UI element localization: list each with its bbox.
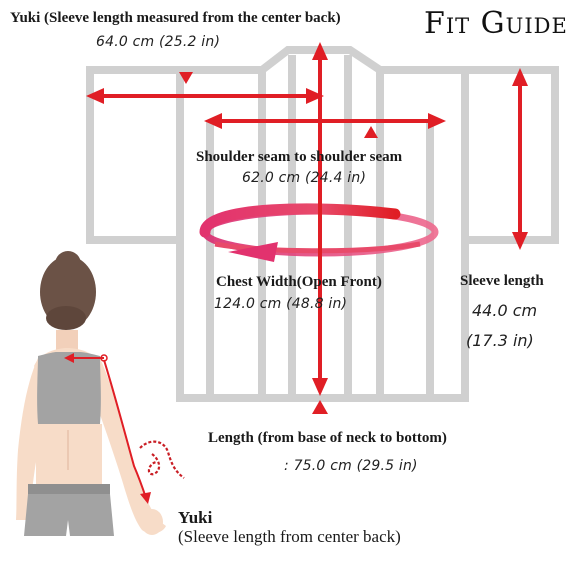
chest-ring-arrowhead — [228, 242, 278, 262]
sleeve-value-cm: 44.0 cm — [472, 301, 538, 320]
shoulder-value: 62.0 cm (24.4 in) — [242, 170, 367, 186]
length-arrowhead-bottom — [312, 378, 328, 396]
person-shorts — [24, 494, 114, 536]
yuki-body-measure — [64, 353, 185, 504]
fit-guide-title: Fit Guide — [424, 6, 568, 41]
sleeve-value-in: (17.3 in) — [466, 331, 534, 350]
yuki-arrowhead-right — [306, 88, 324, 104]
sleeve-title: Sleeve length — [460, 273, 544, 289]
shoulder-title: Shoulder seam to shoulder seam — [196, 149, 403, 165]
person-hair-bun — [55, 251, 81, 277]
chest-value: 124.0 cm (48.8 in) — [214, 296, 348, 312]
yuki-top-title: Yuki (Sleeve length measured from the ce… — [10, 10, 341, 26]
yuki-bottom-title: Yuki — [178, 508, 213, 527]
length-marker-triangle — [312, 400, 328, 414]
shoulder-arrowhead-right — [428, 113, 446, 129]
garment-outline — [86, 46, 559, 402]
measurement-arrows — [86, 42, 528, 414]
shoulder-marker-triangle — [364, 126, 378, 138]
person-left-arm — [16, 358, 40, 520]
yuki-arrowhead-left — [86, 88, 104, 104]
length-title: Length (from base of neck to bottom) — [208, 430, 447, 446]
yuki-squiggle — [139, 440, 185, 479]
person-tank-top — [37, 352, 101, 424]
sleeve-arrowhead-top — [512, 68, 528, 86]
chest-title: Chest Width(Open Front) — [216, 274, 382, 290]
yuki-marker-triangle — [179, 72, 193, 84]
length-arrowhead-top — [312, 42, 328, 60]
person-shorts-waistband — [28, 484, 110, 494]
yuki-top-value: 64.0 cm (25.2 in) — [96, 34, 221, 50]
person-right-arm — [92, 358, 166, 534]
shoulder-arrowhead-left — [204, 113, 222, 129]
sleeve-arrowhead-bottom — [512, 232, 528, 250]
yuki-bottom-sub: (Sleeve length from center back) — [178, 527, 401, 546]
person-figure — [16, 251, 166, 536]
length-value: : 75.0 cm (29.5 in) — [284, 458, 418, 474]
